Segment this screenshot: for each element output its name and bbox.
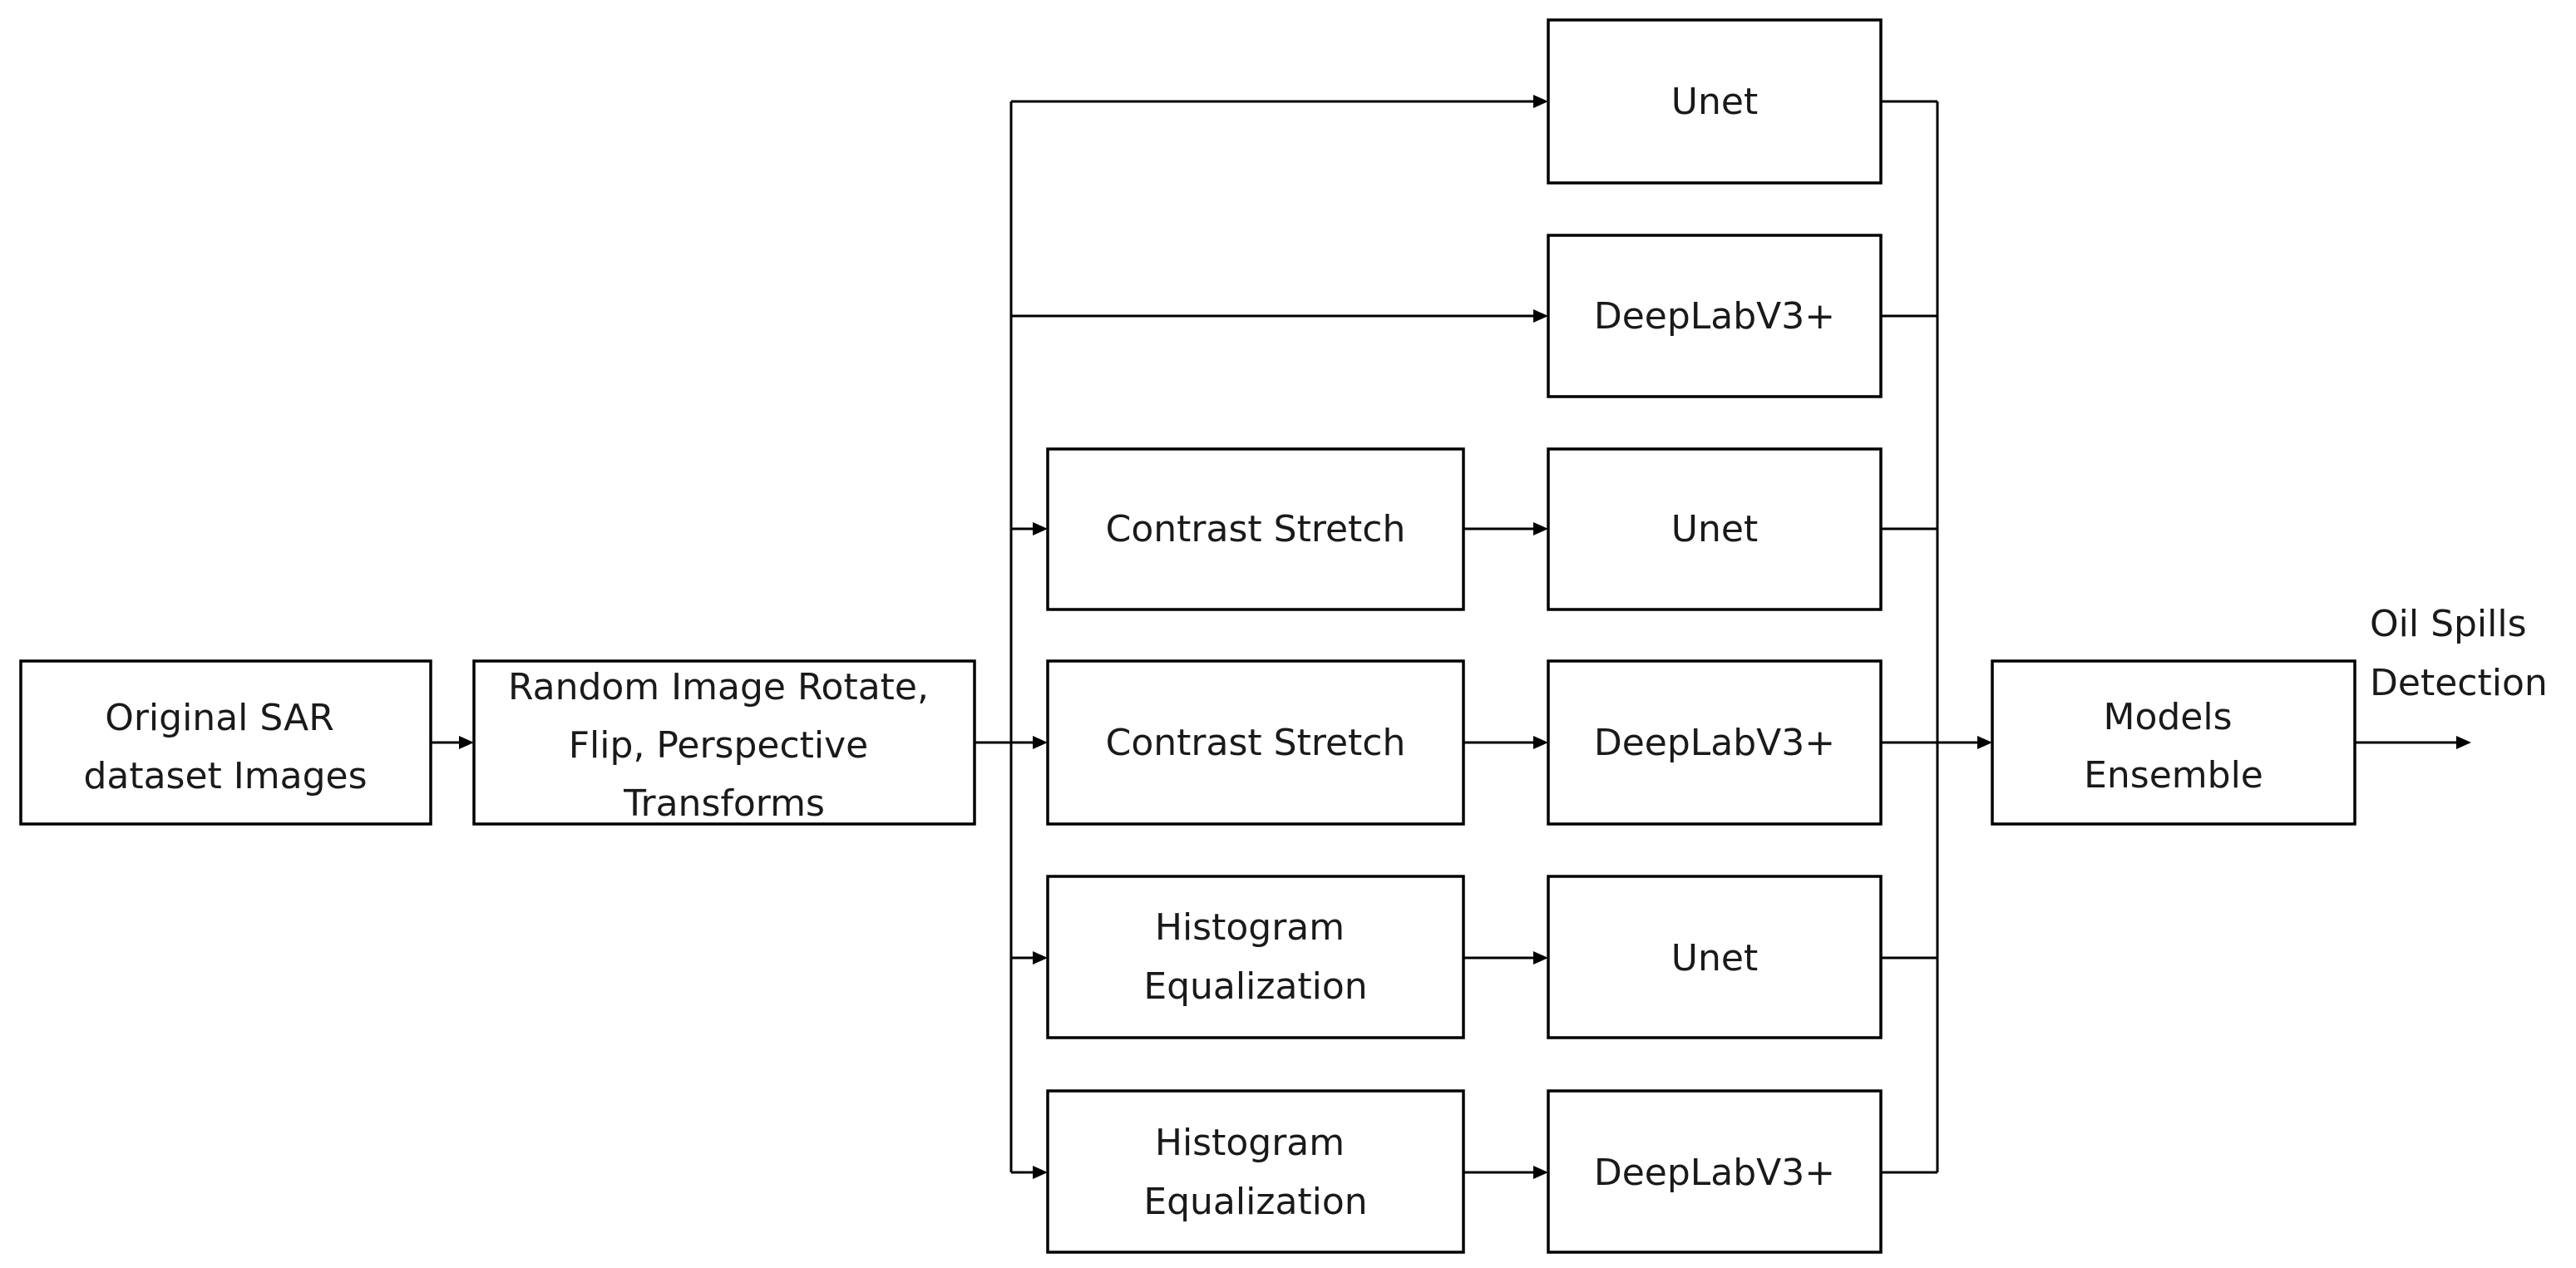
ensemble-box-line-1: Models bbox=[2103, 696, 2232, 738]
ensemble-box: Models Ensemble bbox=[1991, 659, 2356, 826]
input-box: Original SAR dataset Images bbox=[19, 659, 432, 826]
arrowhead-model-4 bbox=[1533, 736, 1548, 749]
output-label: Oil Spills Detection bbox=[2370, 603, 2548, 704]
arrowhead-augment bbox=[459, 736, 474, 749]
arrowhead-output bbox=[2456, 736, 2471, 749]
model-box-6-label: DeepLabV3+ bbox=[1594, 1152, 1835, 1194]
ensemble-box-line-2: Ensemble bbox=[2084, 754, 2263, 797]
model-box-3: Unet bbox=[1547, 447, 1883, 611]
preprocess-box-histogram-1-line-1: Histogram bbox=[1155, 906, 1345, 949]
arrowhead-preprocess-cs-2 bbox=[1033, 736, 1048, 749]
model-box-6: DeepLabV3+ bbox=[1547, 1089, 1883, 1254]
model-box-4: DeepLabV3+ bbox=[1547, 659, 1883, 826]
preprocess-box-histogram-1: Histogram Equalization bbox=[1046, 875, 1465, 1039]
input-box-line-2: dataset Images bbox=[83, 755, 367, 797]
model-box-1: Unet bbox=[1547, 18, 1883, 185]
arrowhead-model-2 bbox=[1533, 309, 1548, 323]
model-box-5: Unet bbox=[1547, 875, 1883, 1039]
model-box-2: DeepLabV3+ bbox=[1547, 234, 1883, 398]
input-box-line-1: Original SAR bbox=[105, 697, 334, 739]
preprocess-box-histogram-1-label: Histogram Equalization bbox=[1143, 906, 1367, 1008]
model-box-2-line-1: DeepLabV3+ bbox=[1594, 295, 1835, 338]
augment-box: Random Image Rotate, Flip, Perspective T… bbox=[472, 659, 976, 826]
augment-box-line-1: Random Image Rotate, bbox=[508, 666, 929, 708]
preprocess-box-contrast-1-label: Contrast Stretch bbox=[1106, 508, 1406, 550]
preprocess-box-contrast-1-line-1: Contrast Stretch bbox=[1106, 508, 1406, 550]
ensemble-box-label: Models Ensemble bbox=[2084, 696, 2263, 797]
arrowhead-ensemble bbox=[1977, 736, 1992, 749]
augment-box-line-3: Transforms bbox=[623, 782, 825, 825]
model-box-2-label: DeepLabV3+ bbox=[1594, 295, 1835, 338]
preprocess-box-contrast-2: Contrast Stretch bbox=[1046, 659, 1465, 826]
model-box-1-label: Unet bbox=[1671, 81, 1758, 123]
preprocess-box-histogram-2: Histogram Equalization bbox=[1046, 1089, 1465, 1254]
model-box-4-line-1: DeepLabV3+ bbox=[1594, 722, 1835, 764]
output-label-line-2: Detection bbox=[2370, 662, 2548, 704]
model-box-4-label: DeepLabV3+ bbox=[1594, 722, 1835, 764]
preprocess-box-contrast-2-line-1: Contrast Stretch bbox=[1106, 722, 1406, 764]
arrowhead-model-3 bbox=[1533, 522, 1548, 535]
model-box-3-label: Unet bbox=[1671, 508, 1758, 550]
arrowhead-model-6 bbox=[1533, 1166, 1548, 1179]
preprocess-box-histogram-2-line-2: Equalization bbox=[1143, 1181, 1367, 1223]
model-box-5-line-1: Unet bbox=[1671, 937, 1758, 979]
connectors bbox=[431, 95, 2471, 1179]
preprocess-box-contrast-1: Contrast Stretch bbox=[1046, 447, 1465, 611]
preprocess-box-histogram-2-line-1: Histogram bbox=[1155, 1122, 1345, 1164]
preprocess-box-histogram-1-line-2: Equalization bbox=[1143, 965, 1367, 1008]
augment-box-line-2: Flip, Perspective bbox=[569, 724, 869, 767]
arrowhead-preprocess-he-1 bbox=[1033, 951, 1048, 965]
output-label-line-1: Oil Spills bbox=[2370, 603, 2527, 645]
model-box-3-line-1: Unet bbox=[1671, 508, 1758, 550]
preprocess-box-contrast-2-label: Contrast Stretch bbox=[1106, 722, 1406, 764]
preprocess-box-histogram-2-label: Histogram Equalization bbox=[1143, 1122, 1367, 1223]
arrowhead-model-1 bbox=[1533, 95, 1548, 108]
augment-box-label: Random Image Rotate, Flip, Perspective T… bbox=[508, 666, 940, 825]
arrowhead-preprocess-cs-1 bbox=[1033, 522, 1048, 535]
model-box-6-line-1: DeepLabV3+ bbox=[1594, 1152, 1835, 1194]
model-box-1-line-1: Unet bbox=[1671, 81, 1758, 123]
arrowhead-model-5 bbox=[1533, 951, 1548, 965]
arrowhead-preprocess-he-2 bbox=[1033, 1166, 1048, 1179]
input-box-label: Original SAR dataset Images bbox=[83, 697, 367, 797]
model-box-5-label: Unet bbox=[1671, 937, 1758, 979]
